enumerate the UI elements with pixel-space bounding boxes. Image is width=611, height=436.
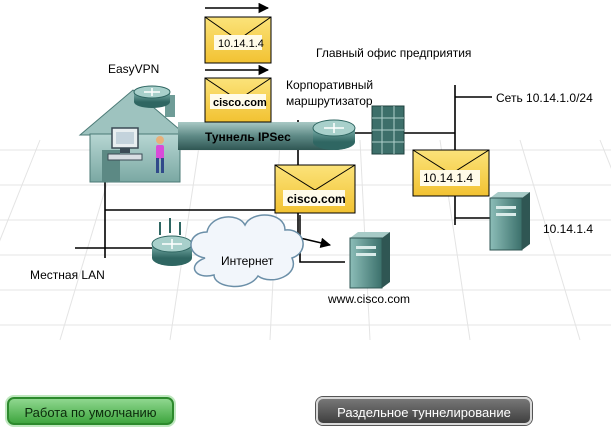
network-links [75,85,492,263]
corporate-router-icon [312,119,356,150]
envelope-top [204,2,272,64]
envelope-right [412,149,490,197]
easyvpn-label: EasyVPN [108,62,160,76]
internet-label: Интернет [221,254,274,268]
network-label: Сеть 10.14.1.0/24 [496,91,593,105]
envelope-right-label: 10.14.1.4 [423,171,473,185]
main-office-label: Главный офис предприятия [316,46,472,60]
envelope-middle-label: cisco.com [213,97,267,109]
user-icon [156,136,164,173]
corp-router-label-line2: маршрутизатор [286,94,373,108]
cisco-server-icon [349,232,390,289]
cisco-site-label: www.cisco.com [328,292,411,306]
envelope-top-label: 10.14.1.4 [218,38,264,50]
local-lan-label: Местная LAN [30,268,105,282]
corp-router-label-line1: Корпоративный [286,78,374,92]
envelope-center-label: cisco.com [287,192,346,206]
wireless-router-icon [151,218,193,266]
internet-cloud-icon [190,214,304,288]
split-tunneling-button[interactable]: Раздельное туннелирование [316,397,532,425]
tunnel-label: Туннель IPSec [205,130,291,144]
office-server-icon [489,192,530,251]
firewall-icon [371,105,405,155]
server-ip-label: 10.14.1.4 [543,222,594,236]
house-router-icon [133,85,171,108]
envelope-middle [204,64,272,123]
pc-icon [107,127,143,161]
default-mode-button[interactable]: Работа по умолчанию [7,397,174,425]
envelope-center [274,164,356,214]
